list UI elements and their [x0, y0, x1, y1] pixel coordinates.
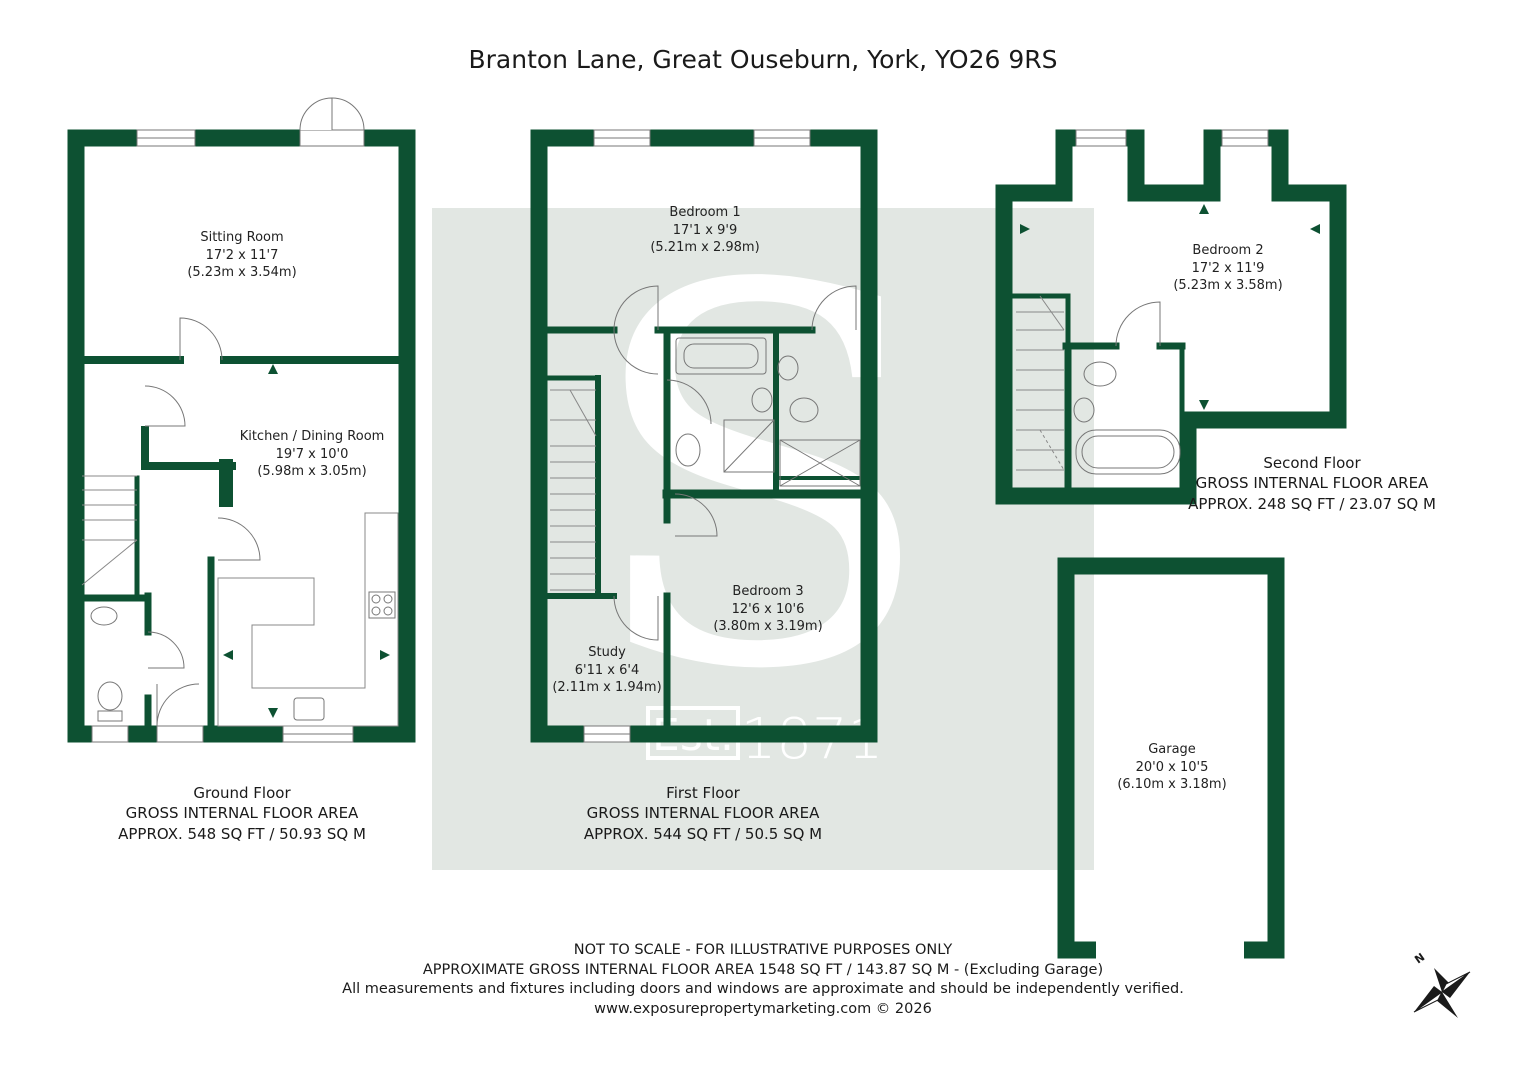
- room-label-kitchen: Kitchen / Dining Room 19'7 x 10'0 (5.98m…: [240, 428, 385, 481]
- room-name: Garage: [1148, 742, 1196, 757]
- room-name: Bedroom 2: [1192, 243, 1264, 258]
- room-label-bedroom-2: Bedroom 2 17'2 x 11'9 (5.23m x 3.58m): [1173, 242, 1282, 295]
- floor-area-label: GROSS INTERNAL FLOOR AREA: [586, 804, 820, 823]
- room-imperial: 6'11 x 6'4: [574, 662, 640, 678]
- room-label-study: Study 6'11 x 6'4 (2.11m x 1.94m): [552, 644, 661, 697]
- disclaimer-line-1: NOT TO SCALE - FOR ILLUSTRATIVE PURPOSES…: [573, 942, 953, 958]
- room-imperial: 17'2 x 11'9: [1191, 260, 1265, 276]
- floor-name: Second Floor: [1263, 454, 1361, 472]
- compass-north-label: N: [1412, 951, 1427, 967]
- room-metric: (3.80m x 3.19m): [713, 619, 823, 635]
- room-metric: (5.21m x 2.98m): [650, 240, 760, 256]
- first-floor-fixtures: [550, 129, 861, 743]
- compass-icon: N: [1412, 951, 1471, 1018]
- room-metric: (5.23m x 3.54m): [187, 265, 297, 281]
- ground-floor-plan: [67, 129, 416, 743]
- room-label-bedroom-3: Bedroom 3 12'6 x 10'6 (3.80m x 3.19m): [713, 583, 822, 636]
- room-name: Bedroom 3: [732, 584, 804, 599]
- second-floor-area: Second Floor GROSS INTERNAL FLOOR AREA A…: [1188, 453, 1436, 514]
- watermark-letter: S: [582, 177, 938, 783]
- watermark: S Est. 1871: [432, 177, 1094, 870]
- floor-name: Ground Floor: [193, 784, 291, 802]
- floor-area-value: APPROX. 248 SQ FT / 23.07 SQ M: [1188, 494, 1436, 513]
- room-imperial: 12'6 x 10'6: [731, 601, 805, 617]
- page-title: Branton Lane, Great Ouseburn, York, YO26…: [468, 45, 1058, 74]
- second-floor-fixtures: [1016, 129, 1320, 475]
- room-name: Kitchen / Dining Room: [239, 429, 385, 444]
- floor-area-label: GROSS INTERNAL FLOOR AREA: [1195, 474, 1429, 493]
- room-label-garage: Garage 20'0 x 10'5 (6.10m x 3.18m): [1117, 741, 1226, 794]
- floor-name: First Floor: [666, 784, 740, 802]
- room-name: Sitting Room: [200, 230, 284, 245]
- garage-plan: [1057, 557, 1285, 959]
- ground-floor-area: Ground Floor GROSS INTERNAL FLOOR AREA A…: [118, 783, 366, 844]
- disclaimer-line-2: APPROXIMATE GROSS INTERNAL FLOOR AREA 15…: [422, 961, 1104, 978]
- room-name: Bedroom 1: [669, 205, 741, 220]
- floor-area-label: GROSS INTERNAL FLOOR AREA: [125, 804, 359, 823]
- disclaimer: NOT TO SCALE - FOR ILLUSTRATIVE PURPOSES…: [342, 941, 1184, 1019]
- room-metric: (5.23m x 3.58m): [1173, 278, 1283, 294]
- room-label-bedroom-1: Bedroom 1 17'1 x 9'9 (5.21m x 2.98m): [650, 204, 759, 257]
- copyright-link[interactable]: www.exposurepropertymarketing.com © 2026: [594, 1000, 932, 1017]
- room-name: Study: [588, 645, 626, 660]
- room-imperial: 20'0 x 10'5: [1135, 759, 1209, 775]
- ground-floor-fixtures: [81, 97, 399, 743]
- first-floor-area: First Floor GROSS INTERNAL FLOOR AREA AP…: [584, 783, 822, 844]
- room-imperial: 19'7 x 10'0: [275, 446, 349, 462]
- room-metric: (2.11m x 1.94m): [552, 680, 662, 696]
- disclaimer-line-3: All measurements and fixtures including …: [342, 981, 1184, 998]
- room-imperial: 17'1 x 9'9: [672, 222, 738, 238]
- room-metric: (6.10m x 3.18m): [1117, 777, 1227, 793]
- room-imperial: 17'2 x 11'7: [205, 247, 279, 263]
- floor-area-value: APPROX. 548 SQ FT / 50.93 SQ M: [118, 824, 366, 843]
- room-metric: (5.98m x 3.05m): [257, 464, 367, 480]
- room-label-sitting-room: Sitting Room 17'2 x 11'7 (5.23m x 3.54m): [187, 229, 296, 282]
- floor-area-value: APPROX. 544 SQ FT / 50.5 SQ M: [583, 824, 823, 843]
